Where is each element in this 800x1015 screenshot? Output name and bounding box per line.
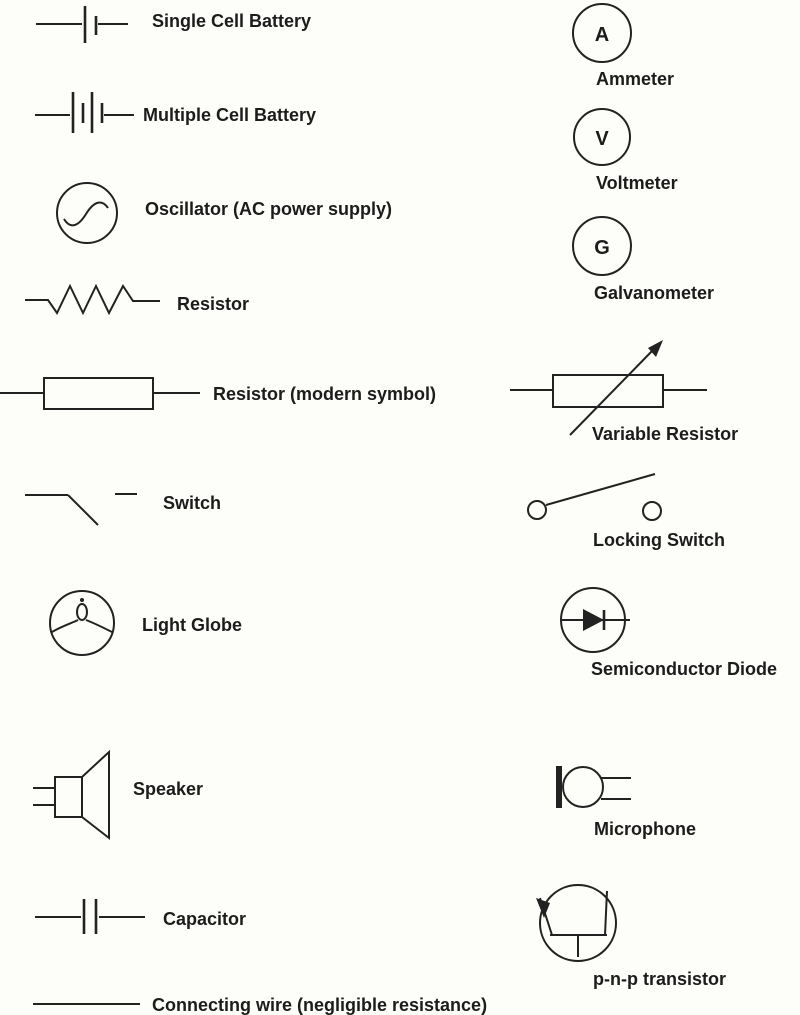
locking-switch-label: Locking Switch <box>593 530 725 550</box>
oscillator-symbol <box>56 182 118 244</box>
resistor-modern-symbol <box>0 377 200 410</box>
ammeter-label: Ammeter <box>596 69 674 89</box>
filament-left <box>51 619 79 633</box>
resistor-label: Resistor <box>177 294 249 314</box>
switch-symbol <box>25 493 137 526</box>
resistor-box <box>43 377 154 410</box>
galvanometer-dial-letter: G <box>594 237 610 259</box>
switch-label: Switch <box>163 493 221 513</box>
switch-lever <box>67 494 99 526</box>
galvanometer-symbol: G <box>572 216 632 276</box>
ammeter-symbol: A <box>572 3 632 63</box>
collector-lead <box>604 890 608 936</box>
single-cell-battery-label: Single Cell Battery <box>152 11 311 31</box>
connecting-wire-label: Connecting wire (negligible resistance) <box>152 995 487 1015</box>
microphone-circle <box>562 766 604 808</box>
capacitor-label: Capacitor <box>163 909 246 929</box>
pnp-transistor-label: p-n-p transistor <box>593 969 726 989</box>
transistor-circle <box>539 884 617 962</box>
semiconductor-diode-label: Semiconductor Diode <box>591 659 777 679</box>
resistor-box <box>552 374 664 408</box>
voltmeter-symbol: V <box>573 108 631 166</box>
voltmeter-label: Voltmeter <box>596 173 678 193</box>
oscillator-label: Oscillator (AC power supply) <box>145 199 392 219</box>
emitter-arrow <box>536 898 550 918</box>
microphone-plate <box>556 766 562 808</box>
meter-circle <box>572 3 632 63</box>
meter-circle <box>572 216 632 276</box>
multiple-cell-battery-label: Multiple Cell Battery <box>143 105 316 125</box>
zigzag <box>25 283 160 316</box>
diode-triangle <box>583 609 604 631</box>
switch-contact <box>527 500 547 520</box>
speaker-horn <box>81 749 110 841</box>
sine-wave <box>63 201 109 227</box>
switch-lever <box>545 473 656 506</box>
light-globe-symbol <box>49 590 115 656</box>
arrow-shaft <box>569 349 654 436</box>
globe-circle <box>49 590 115 656</box>
filament-dot <box>80 598 84 602</box>
speaker-symbol <box>33 749 110 841</box>
variable-resistor-label: Variable Resistor <box>592 424 738 444</box>
locking-switch-symbol <box>527 473 662 521</box>
light-globe-label: Light Globe <box>142 615 242 635</box>
speaker-label: Speaker <box>133 779 203 799</box>
meter-circle <box>573 108 631 166</box>
arrow-head <box>648 340 663 357</box>
semiconductor-diode-symbol <box>560 587 630 653</box>
switch-contact <box>642 501 662 521</box>
resistor-modern-label: Resistor (modern symbol) <box>213 384 436 404</box>
pnp-transistor-symbol <box>536 884 617 962</box>
variable-resistor-symbol <box>510 340 707 436</box>
resistor-symbol <box>25 283 160 316</box>
microphone-symbol <box>556 766 631 808</box>
multiple-cell-battery-symbol <box>35 92 134 133</box>
microphone-label: Microphone <box>594 819 696 839</box>
oscillator-circle <box>56 182 118 244</box>
filament-right <box>85 619 113 633</box>
single-cell-battery-symbol <box>36 6 128 43</box>
galvanometer-label: Galvanometer <box>594 283 714 303</box>
capacitor-symbol <box>35 899 145 934</box>
ammeter-dial-letter: A <box>595 24 609 46</box>
voltmeter-dial-letter: V <box>595 128 609 150</box>
speaker-body <box>54 776 83 818</box>
filament-loop <box>76 603 88 621</box>
